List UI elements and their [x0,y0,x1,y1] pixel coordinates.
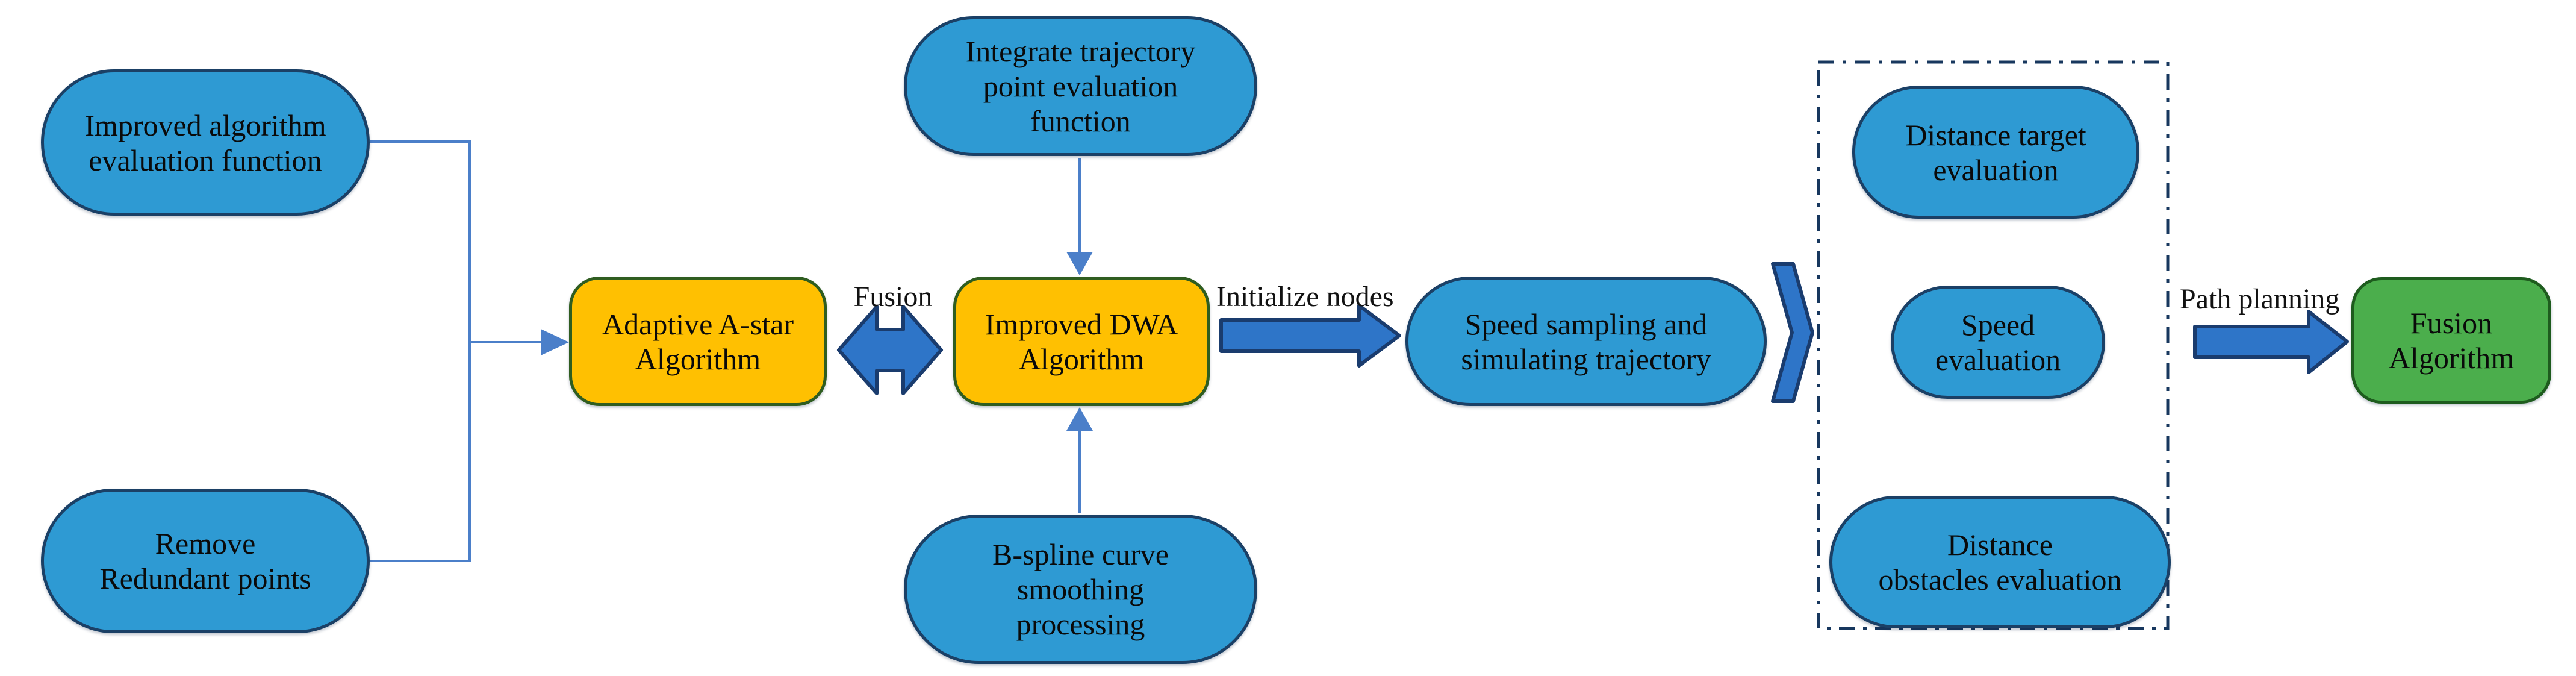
distance-target-evaluation-node: Distance target evaluation [1852,86,2139,219]
speed-sampling-and-simulating-trajectory-node: Speed sampling and simulating trajectory [1405,277,1767,406]
speed-evaluation-node: Speed evaluation [1891,286,2105,399]
improved-algorithm-evaluation-function-node: Improved algorithm evaluation function [41,69,370,216]
integrate-trajectory-point-evaluation-function-node: Integrate trajectory point evaluation fu… [904,16,1257,156]
left-merge-connector [370,140,471,562]
fusion-edge-label: Fusion [853,281,933,313]
merge-to-astar-arrowhead [541,329,569,355]
b-spline-curve-smoothing-processing-node: B-spline curve smoothing processing [904,515,1257,664]
improved-dwa-algorithm-node: Improved DWA Algorithm [953,277,1210,406]
initialize-nodes-edge-label: Initialize nodes [1216,281,1394,313]
distance-obstacles-evaluation-node: Distance obstacles evaluation [1829,496,2171,628]
path-planning-arrow [2193,310,2349,374]
chevron-separator [1771,262,1814,403]
fusion-double-arrow [837,305,943,395]
initialize-nodes-arrow [1219,304,1401,368]
adaptive-a-star-algorithm-node: Adaptive A-star Algorithm [569,277,827,406]
fusion-algorithm-node: Fusion Algorithm [2351,277,2551,404]
evaluation-group-dashed-box [1817,60,2170,630]
integrate-to-dwa-arrowhead [1066,252,1093,275]
remove-redundant-points-node: Remove Redundant points [41,489,370,633]
bspline-to-dwa-arrowhead [1066,407,1093,431]
path-planning-edge-label: Path planning [2180,283,2340,315]
